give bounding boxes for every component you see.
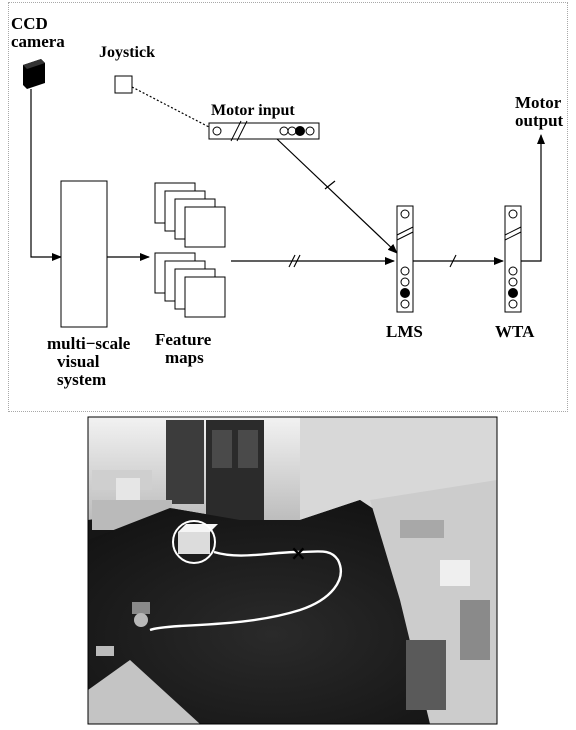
ccd-camera-label-line1: CCD — [11, 14, 48, 33]
feature-maps-stack-bottom — [154, 252, 226, 318]
joystick-dotted-link — [131, 86, 210, 128]
visual-system-label-line1: multi−scale — [47, 334, 131, 353]
camera-icon — [23, 59, 45, 89]
lms-label: LMS — [386, 322, 423, 341]
feature-maps-label-line2: maps — [165, 348, 204, 367]
motor-output-label-line2: output — [515, 111, 564, 130]
motor-input-vector — [208, 120, 320, 142]
motor-input-to-lms-arrow — [276, 138, 398, 254]
motor-input-label: Motor input — [211, 102, 295, 119]
architecture-diagram: CCD camera Joystick Motor input mult — [8, 2, 568, 412]
joystick-label: Joystick — [99, 44, 155, 61]
architecture-diagram-svg: CCD camera Joystick Motor input mult — [11, 14, 564, 389]
visual-system-label-line2: visual — [57, 352, 100, 371]
joystick-box — [114, 75, 133, 94]
ccd-camera-label-line2: camera — [11, 32, 65, 51]
camera-to-visual-arrow — [30, 89, 62, 261]
lms-vector — [396, 205, 414, 313]
start-cross-marker: × — [290, 541, 307, 565]
feature-maps-stack-top — [154, 182, 226, 248]
wta-vector — [504, 205, 522, 313]
feature-maps-label-line1: Feature — [155, 330, 212, 349]
arena-photo-content: × — [88, 417, 497, 724]
visual-system-box — [60, 180, 108, 328]
wta-to-motor-output-arrow — [521, 134, 545, 262]
wta-label: WTA — [495, 322, 535, 341]
visual-system-label-line3: system — [57, 370, 106, 389]
motor-output-label-line1: Motor — [515, 93, 562, 112]
robot-trajectory — [149, 550, 342, 632]
